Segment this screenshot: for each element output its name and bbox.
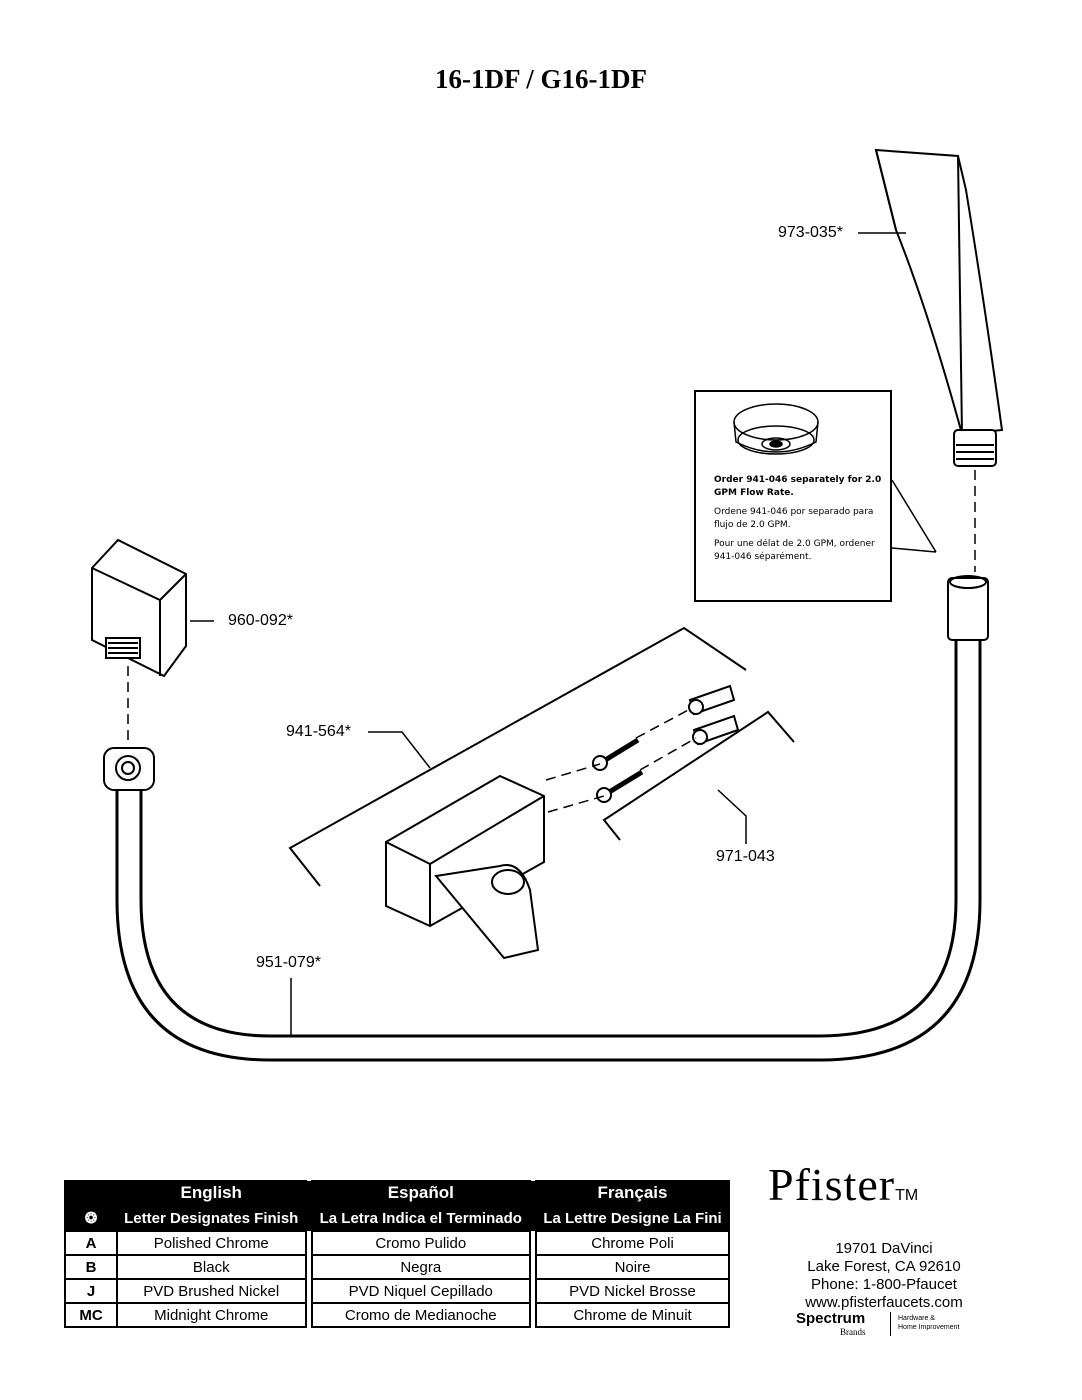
website-link[interactable]: www.pfisterfaucets.com: [805, 1294, 963, 1311]
spectrum-name: Spectrum: [796, 1310, 866, 1327]
finish-table: English Español Français ❂ Letter Design…: [64, 1180, 730, 1328]
header-spanish: Español: [310, 1180, 532, 1206]
finish-code: B: [64, 1254, 118, 1280]
hose-drawing: [103, 575, 989, 1062]
page-title: 16-1DF / G16-1DF: [435, 64, 647, 94]
finish-french: Noire: [535, 1254, 730, 1280]
phone-number: Phone: 1-800-Pfaucet: [811, 1276, 957, 1293]
spectrum-tagline: Hardware & Home Improvement: [898, 1315, 960, 1331]
finish-spanish: Negra: [310, 1254, 532, 1280]
pfister-logo: PfisterTM: [768, 1160, 1000, 1210]
finish-french: Chrome Poli: [535, 1230, 730, 1256]
callout-english: Order 941-046 separately for 2.0 GPM Flo…: [714, 475, 882, 498]
company-address: 19701 DaVinci Lake Forest, CA 92610 Phon…: [782, 1240, 986, 1312]
finish-table-subheader-row: ❂ Letter Designates Finish La Letra Indi…: [64, 1204, 730, 1232]
flow-restrictor-icon: [733, 403, 819, 455]
subheader-spanish: La Letra Indica el Terminado: [310, 1204, 532, 1232]
header-english: English: [116, 1180, 307, 1206]
handshower-drawing: [874, 148, 1004, 467]
finish-symbol-icon: ❂: [64, 1204, 118, 1232]
holder-drawing: [385, 774, 545, 960]
logo-wordmark: Pfister: [768, 1159, 896, 1210]
spectrum-brands-logo: Spectrum Brands Hardware & Home Improvem…: [796, 1310, 976, 1338]
finish-table-lang-row: English Español Français: [64, 1180, 730, 1206]
subheader-english: Letter Designates Finish: [116, 1204, 307, 1232]
table-row: B Black Negra Noire: [64, 1254, 730, 1280]
trademark-mark: TM: [895, 1187, 919, 1204]
bracket-lines: [288, 626, 795, 887]
address-line-1: 19701 DaVinci: [835, 1240, 933, 1257]
finish-spanish: PVD Niquel Cepillado: [310, 1278, 532, 1304]
part-label-holder: 941-564*: [286, 723, 351, 740]
table-row: MC Midnight Chrome Cromo de Medianoche C…: [64, 1302, 730, 1328]
address-line-2: Lake Forest, CA 92610: [807, 1258, 961, 1275]
logo-divider: [890, 1312, 891, 1336]
subheader-french: La Lettre Designe La Fini: [535, 1204, 730, 1232]
part-label-showerhead: 973-035*: [778, 224, 843, 241]
header-french: Français: [535, 1180, 730, 1206]
wall-elbow-drawing: [91, 538, 187, 678]
finish-english: PVD Brushed Nickel: [116, 1278, 307, 1304]
finish-spanish: Cromo de Medianoche: [310, 1302, 532, 1328]
callout-spanish: Ordene 941-046 por separado para flujo d…: [714, 507, 874, 530]
part-label-anchors: 971-043: [716, 848, 775, 865]
finish-english: Black: [116, 1254, 307, 1280]
finish-code: J: [64, 1278, 118, 1304]
finish-english: Polished Chrome: [116, 1230, 307, 1256]
finish-french: PVD Nickel Brosse: [535, 1278, 730, 1304]
table-row: A Polished Chrome Cromo Pulido Chrome Po…: [64, 1230, 730, 1256]
spectrum-brands: Brands: [840, 1327, 866, 1337]
finish-code: MC: [64, 1302, 118, 1328]
flow-rate-callout: Order 941-046 separately for 2.0 GPM Flo…: [694, 390, 892, 602]
finish-english: Midnight Chrome: [116, 1302, 307, 1328]
part-label-elbow: 960-092*: [228, 612, 293, 629]
screws-anchors-drawing: [592, 684, 740, 803]
finish-code: A: [64, 1230, 118, 1256]
part-label-hose: 951-079*: [256, 954, 321, 971]
center-lines: [127, 470, 976, 813]
leader-lines: [190, 232, 937, 1036]
callout-french: Pour une délat de 2.0 GPM, ordener 941-0…: [714, 539, 875, 562]
table-row: J PVD Brushed Nickel PVD Niquel Cepillad…: [64, 1278, 730, 1304]
finish-spanish: Cromo Pulido: [310, 1230, 532, 1256]
finish-french: Chrome de Minuit: [535, 1302, 730, 1328]
